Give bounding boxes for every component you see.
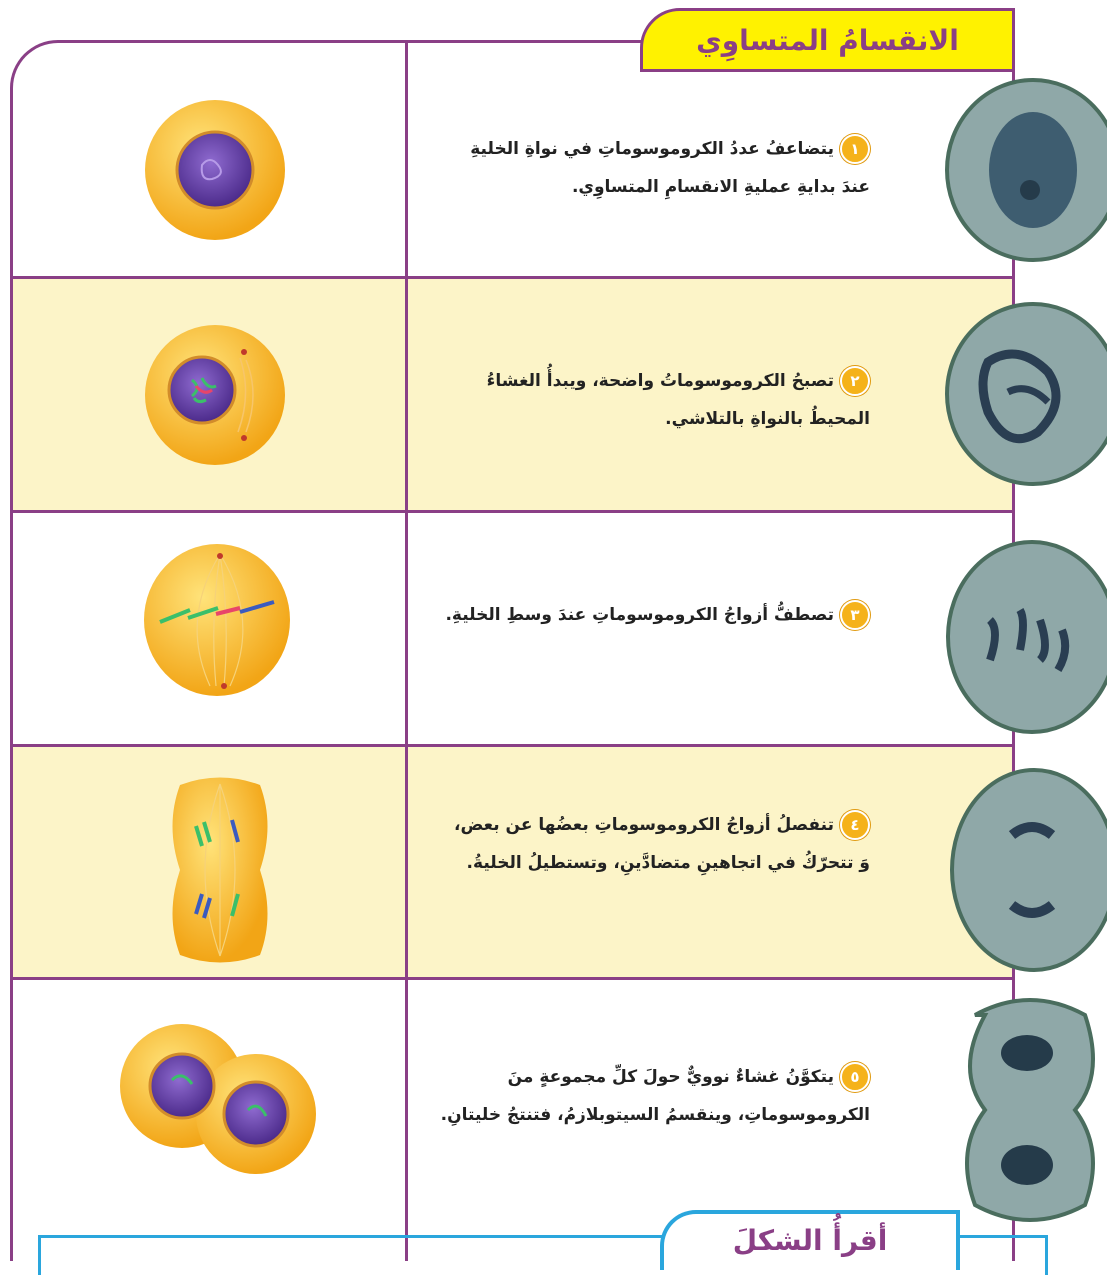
step-2-description: تصبحُ الكروموسوماتُ واضحة، ويبدأُ الغشاء… — [487, 371, 870, 429]
step-1-description: يتضاعفُ عددُ الكروموسوماتِ في نواةِ الخل… — [470, 139, 870, 197]
step-4-description: تنفصلُ أزواجُ الكروموسوماتِ بعضُها عن بع… — [454, 815, 870, 873]
step-3-text: ٣ تصطفُّ أزواجُ الكروموسوماتِ عندَ وسطِ ا… — [440, 596, 870, 634]
micrograph-prophase — [938, 302, 1107, 487]
page-title: الانقسامُ المتساوِي — [696, 24, 959, 57]
step-number-badge: ٥ — [840, 1062, 870, 1092]
step-number-badge: ٢ — [840, 366, 870, 396]
step-4-text: ٤تنفصلُ أزواجُ الكروموسوماتِ بعضُها عن ب… — [440, 806, 870, 882]
step-1-text: ١يتضاعفُ عددُ الكروموسوماتِ في نواةِ الخ… — [440, 130, 870, 206]
cell-illustration-interphase — [140, 95, 290, 245]
row-divider — [13, 744, 1012, 747]
read-figure-tab: أقرأُ الشكلَ — [660, 1210, 960, 1270]
row-divider — [13, 276, 1012, 279]
row-divider — [13, 510, 1012, 513]
step-number-badge: ١ — [840, 134, 870, 164]
step-5-text: ٥يتكوَّنُ غشاءٌ نوويٌّ حولَ كلِّ مجموعةٍ… — [440, 1058, 870, 1134]
micrograph-telophase — [955, 995, 1105, 1230]
step-2-text: ٢تصبحُ الكروموسوماتُ واضحة، ويبدأُ الغشا… — [440, 362, 870, 438]
micrograph-interphase — [938, 78, 1107, 263]
step-5-description: يتكوَّنُ غشاءٌ نوويٌّ حولَ كلِّ مجموعةٍ … — [441, 1067, 870, 1125]
micrograph-anaphase — [942, 765, 1107, 975]
table-column-divider — [405, 40, 408, 1261]
micrograph-metaphase — [940, 540, 1107, 735]
step-3-description: تصطفُّ أزواجُ الكروموسوماتِ عندَ وسطِ ال… — [445, 605, 834, 625]
cell-illustration-prophase — [140, 320, 290, 470]
step-number-badge: ٣ — [840, 600, 870, 630]
cell-illustration-metaphase — [140, 540, 295, 700]
cell-illustration-telophase — [118, 1010, 318, 1180]
step-number-badge: ٤ — [840, 810, 870, 840]
row-divider — [13, 977, 1012, 980]
cell-illustration-anaphase — [160, 770, 280, 970]
read-figure-title: أقرأُ الشكلَ — [733, 1224, 888, 1270]
title-tab: الانقسامُ المتساوِي — [640, 8, 1015, 72]
